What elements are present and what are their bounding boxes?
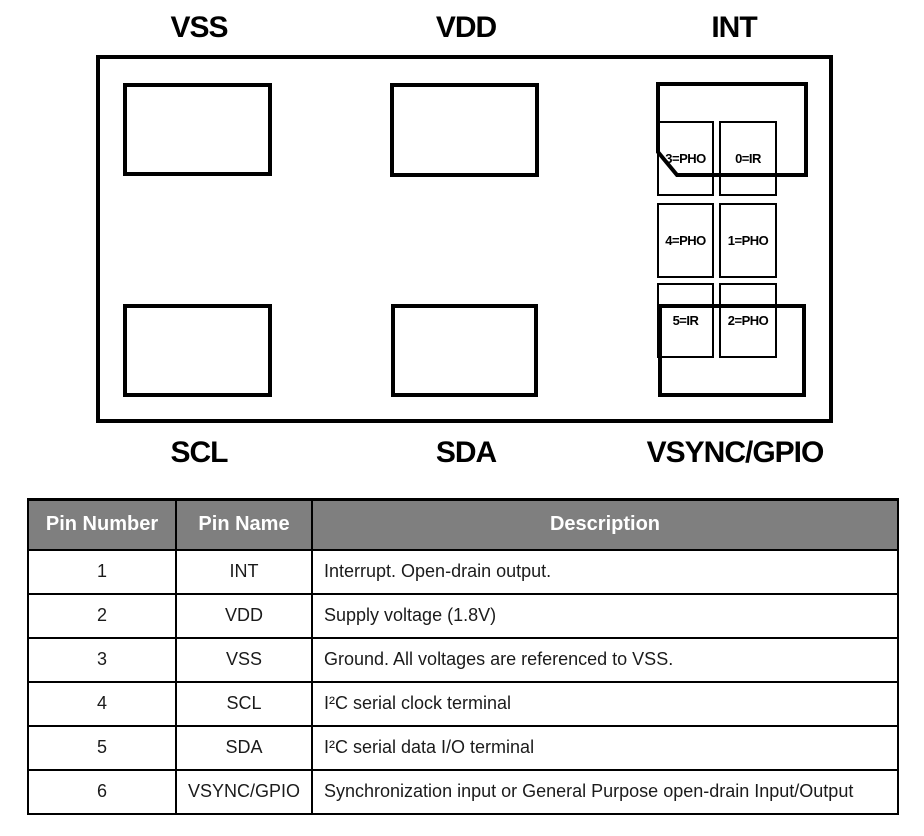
table-row: 6 VSYNC/GPIO Synchronization input or Ge… — [27, 768, 899, 815]
channel-cell: 3=PHO — [657, 121, 714, 196]
table-row: 5 SDA I²C serial data I/O terminal — [27, 724, 899, 771]
pin-number-cell: 6 — [27, 768, 177, 815]
pad-vsync-gpio — [658, 304, 806, 397]
pin-desc-cell: I²C serial clock terminal — [311, 680, 899, 727]
pin-desc-cell: Ground. All voltages are referenced to V… — [311, 636, 899, 683]
pad-scl — [123, 304, 272, 397]
pin-name-cell: SDA — [175, 724, 313, 771]
header-pin-number: Pin Number — [27, 498, 177, 551]
pin-desc-cell: Supply voltage (1.8V) — [311, 592, 899, 639]
pin-name-cell: SCL — [175, 680, 313, 727]
pad-sda — [391, 304, 538, 397]
pin-label-vss: VSS — [170, 11, 228, 44]
chip-outline — [96, 55, 833, 423]
table-row: 3 VSS Ground. All voltages are reference… — [27, 636, 899, 683]
pin-name-cell: INT — [175, 548, 313, 595]
pad-int-chamfered — [656, 82, 808, 177]
chip-pinout-diagram: VSS VDD INT 3=PHO 0=IR 4=PHO 1=PHO 5=IR … — [96, 11, 833, 469]
pin-desc-cell: I²C serial data I/O terminal — [311, 724, 899, 771]
pin-number-cell: 1 — [27, 548, 177, 595]
table-header-row: Pin Number Pin Name Description — [27, 498, 899, 551]
pin-label-sda: SDA — [435, 436, 497, 469]
pin-desc-cell: Interrupt. Open-drain output. — [311, 548, 899, 595]
pin-number-cell: 3 — [27, 636, 177, 683]
channel-cell: 1=PHO — [719, 203, 777, 278]
pin-label-int: INT — [711, 11, 757, 44]
pin-label-vsync-gpio: VSYNC/GPIO — [646, 436, 825, 469]
pin-label-scl: SCL — [170, 436, 229, 469]
pad-vdd — [390, 83, 539, 177]
pin-description-table: Pin Number Pin Name Description 1 INT In… — [27, 498, 899, 815]
pin-number-cell: 2 — [27, 592, 177, 639]
header-description: Description — [311, 498, 899, 551]
channel-cell: 0=IR — [719, 121, 777, 196]
pad-vss — [123, 83, 272, 176]
pin-name-cell: VSS — [175, 636, 313, 683]
pin-name-cell: VDD — [175, 592, 313, 639]
table-row: 4 SCL I²C serial clock terminal — [27, 680, 899, 727]
channel-cell: 4=PHO — [657, 203, 714, 278]
pin-number-cell: 4 — [27, 680, 177, 727]
pin-name-cell: VSYNC/GPIO — [175, 768, 313, 815]
header-pin-name: Pin Name — [175, 498, 313, 551]
pin-label-vdd: VDD — [435, 11, 497, 44]
table-row: 2 VDD Supply voltage (1.8V) — [27, 592, 899, 639]
pin-desc-cell: Synchronization input or General Purpose… — [311, 768, 899, 815]
pin-number-cell: 5 — [27, 724, 177, 771]
table-row: 1 INT Interrupt. Open-drain output. — [27, 548, 899, 595]
channel-cell: 2=PHO — [719, 283, 777, 358]
